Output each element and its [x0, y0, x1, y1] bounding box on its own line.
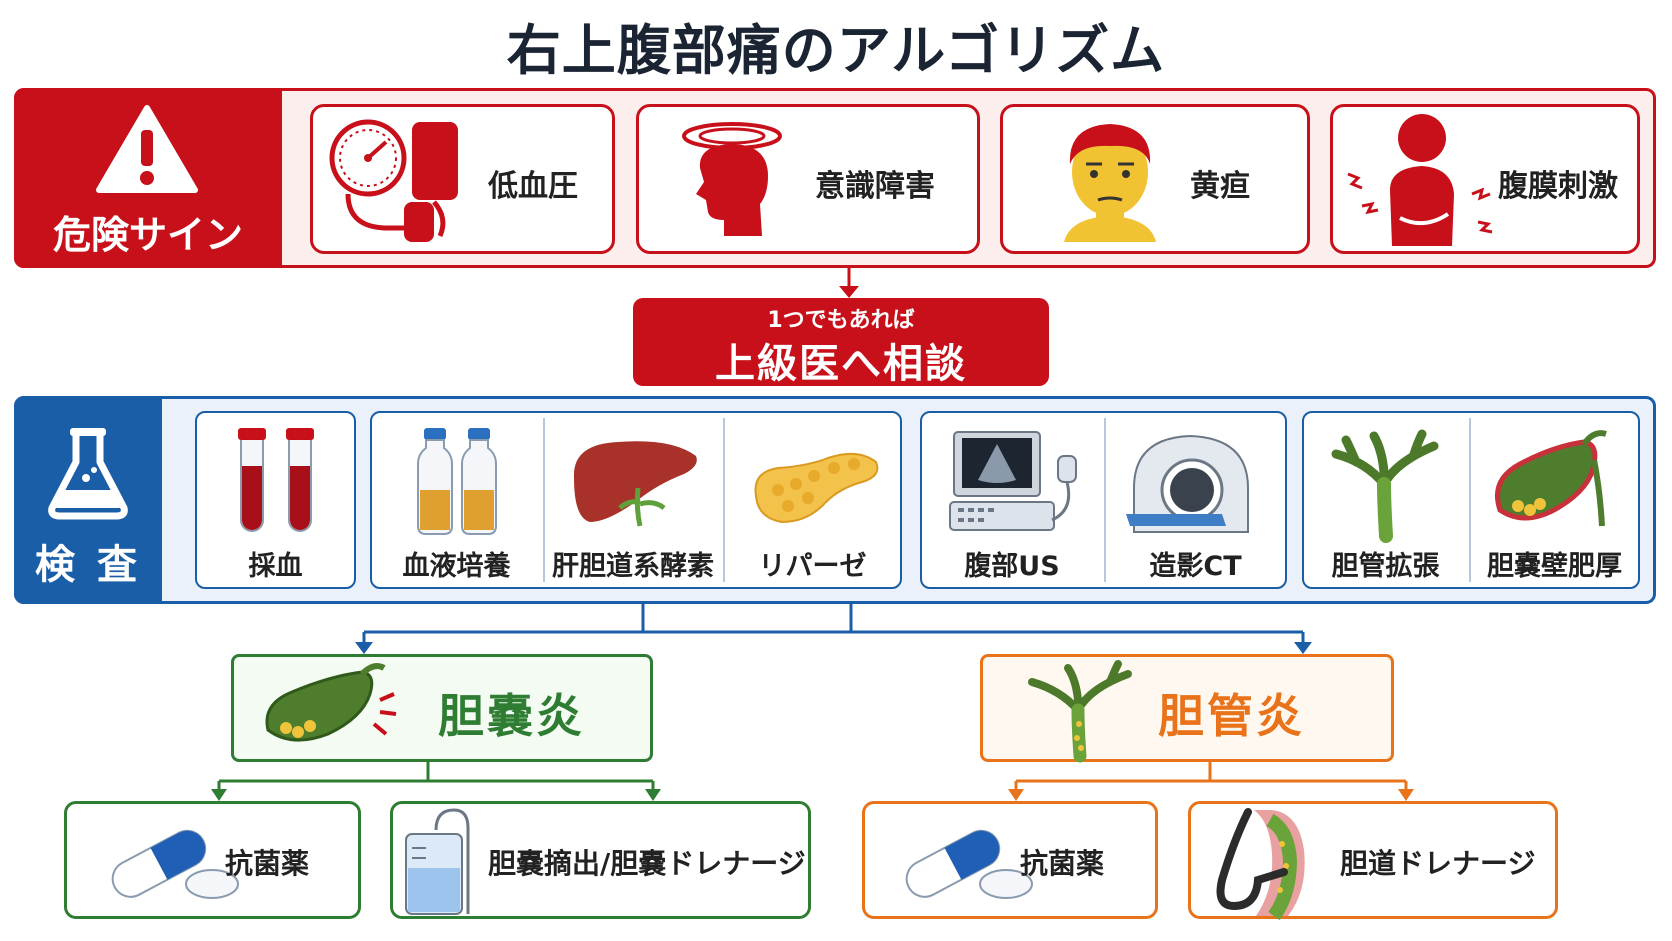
pancreas-icon: [754, 452, 879, 524]
jaundice-face-icon: [1064, 124, 1156, 242]
treatment-label-cholecystectomy-drainage: 胆嚢摘出/胆嚢ドレナージ: [488, 847, 806, 880]
tests-label: 検 査: [35, 542, 141, 588]
test-label-lipase: リパーゼ: [758, 551, 867, 582]
consult-senior-box: [633, 298, 1049, 386]
diagnosis-label-cholangitis: 胆管炎: [1158, 689, 1305, 743]
consult-condition: 1つでもあれば: [767, 308, 915, 333]
bile-duct-icon: [1331, 429, 1439, 543]
flask-icon: [48, 428, 128, 520]
sign-label-altered-consciousness: 意識障害: [815, 169, 935, 204]
blood-pressure-monitor-icon: [329, 119, 458, 242]
capsule-pill-icon: [905, 829, 1033, 899]
ultrasound-machine-icon: [949, 431, 1077, 531]
warning-icon: [96, 105, 198, 193]
gallbladder-icon: [265, 663, 397, 742]
diagnosis-cholangitis: [980, 654, 1394, 762]
ct-scanner-icon: [1126, 434, 1249, 533]
liver-icon: [573, 441, 697, 527]
drainage-bag-icon: [405, 808, 470, 915]
treatment-label-antibiotics: 抗菌薬: [1020, 847, 1105, 880]
bile-duct-icon: [1028, 660, 1132, 763]
gallbladder-icon: [1495, 430, 1607, 527]
test-group-blood-draw: [195, 411, 356, 589]
test-divider: [1469, 418, 1471, 582]
sign-card-jaundice: [1000, 104, 1310, 254]
test-label-abdominal-us: 腹部US: [964, 551, 1060, 582]
treatment-label-antibiotics: 抗菌薬: [225, 847, 310, 880]
danger-signs-label: 危険サイン: [52, 213, 243, 257]
test-divider: [1104, 418, 1106, 582]
treatment-antibiotics-cholangitis: [862, 801, 1158, 919]
treatment-antibiotics-cholecystitis: [64, 801, 361, 919]
test-label-gallbladder-wall-thickening: 胆嚢壁肥厚: [1487, 551, 1622, 582]
culture-bottles-icon: [417, 428, 497, 535]
test-label-blood-draw: 採血: [248, 551, 303, 582]
diagnosis-label-cholecystitis: 胆嚢炎: [438, 689, 585, 743]
test-label-contrast-ct: 造影CT: [1149, 551, 1242, 582]
test-label-liver-enzymes: 肝胆道系酵素: [552, 551, 714, 582]
dizzy-head-icon: [682, 122, 782, 236]
sign-label-hypotension: 低血圧: [488, 169, 578, 204]
page-title: 右上腹部痛のアルゴリズム: [506, 19, 1166, 82]
test-divider: [543, 418, 545, 582]
test-label-blood-culture: 血液培養: [402, 551, 511, 582]
sign-label-peritoneal-irritation: 腹膜刺激: [1498, 169, 1618, 204]
treatment-label-biliary-drainage: 胆道ドレナージ: [1340, 847, 1536, 880]
blood-tubes-icon: [238, 428, 314, 532]
sign-label-jaundice: 黄疸: [1190, 169, 1250, 204]
test-divider: [723, 418, 725, 582]
test-label-bile-duct-dilation: 胆管拡張: [1331, 551, 1440, 582]
abdominal-pain-icon: [1347, 114, 1493, 246]
biliary-stent-icon: [1216, 808, 1305, 921]
capsule-pill-icon: [111, 829, 239, 899]
consult-senior-label: 上級医へ相談: [715, 341, 967, 387]
